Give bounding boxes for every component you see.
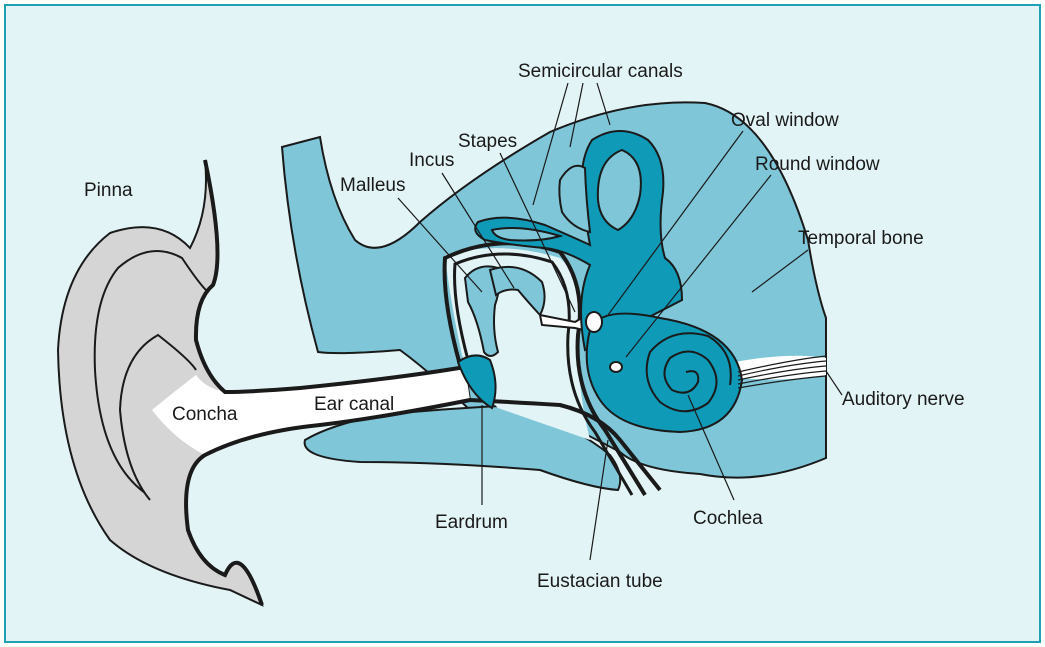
label-concha: Concha [172,404,238,425]
label-incus: Incus [409,150,454,171]
label-semicircular-canals: Semicircular canals [518,61,683,82]
label-round-window: Round window [755,154,880,175]
label-auditory-nerve: Auditory nerve [842,389,965,410]
label-cochlea: Cochlea [693,508,763,529]
label-ear-canal: Ear canal [314,394,394,415]
round-window [610,362,622,372]
label-stapes: Stapes [458,131,517,152]
label-eustacian-tube: Eustacian tube [537,571,663,592]
label-oval-window: Oval window [731,110,839,131]
label-malleus: Malleus [340,175,405,196]
label-eardrum: Eardrum [435,512,508,533]
oval-window-ring [586,312,602,332]
label-temporal-bone: Temporal bone [798,228,924,249]
label-pinna: Pinna [84,180,133,201]
